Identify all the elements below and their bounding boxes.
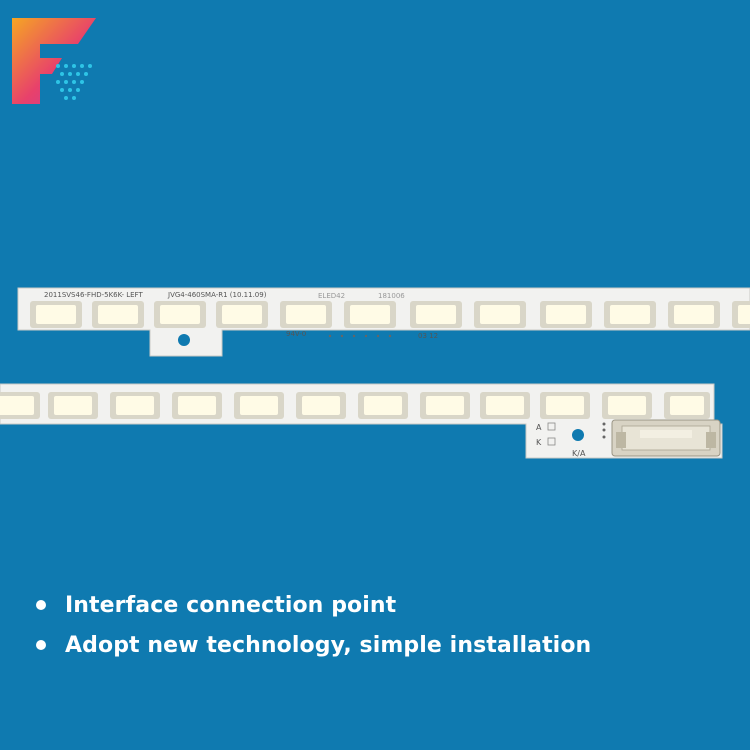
- led-chips-lower: [0, 392, 710, 419]
- feature-text: Adopt new technology, simple installatio…: [65, 632, 592, 658]
- strip-label-1: 2011SVS46-FHD-5K6K- LEFT: [44, 291, 143, 299]
- strip-label-4: 181006: [378, 292, 405, 300]
- mounting-hole-icon: [178, 334, 190, 346]
- strip-label-6: 03 12: [418, 332, 438, 340]
- list-item: Interface connection point: [36, 585, 591, 625]
- bullet-icon: [36, 640, 46, 650]
- marking-ka: K/A: [572, 449, 586, 458]
- strip-label-5: 94V-0: [286, 330, 306, 338]
- brand-logo-icon: [12, 18, 96, 104]
- bullet-icon: [36, 600, 46, 610]
- list-item: Adopt new technology, simple installatio…: [36, 625, 591, 665]
- feature-list: Interface connection point Adopt new tec…: [36, 585, 591, 665]
- led-strip-upper: 2011SVS46-FHD-5K6K- LEFT JVG4-460SMA-R1 …: [17, 287, 750, 357]
- feature-text: Interface connection point: [65, 592, 397, 618]
- strip-label-3: ELED42: [318, 292, 345, 300]
- marking-k: K: [536, 438, 542, 447]
- led-chips-upper: [30, 301, 750, 328]
- mounting-hole-icon: [572, 429, 584, 441]
- marking-a: A: [536, 423, 542, 432]
- strip-label-2: JVG4-460SMA-R1 (10.11.09): [167, 291, 267, 299]
- led-strip-lower: A K K/A: [0, 383, 723, 459]
- connector-icon: [611, 419, 721, 457]
